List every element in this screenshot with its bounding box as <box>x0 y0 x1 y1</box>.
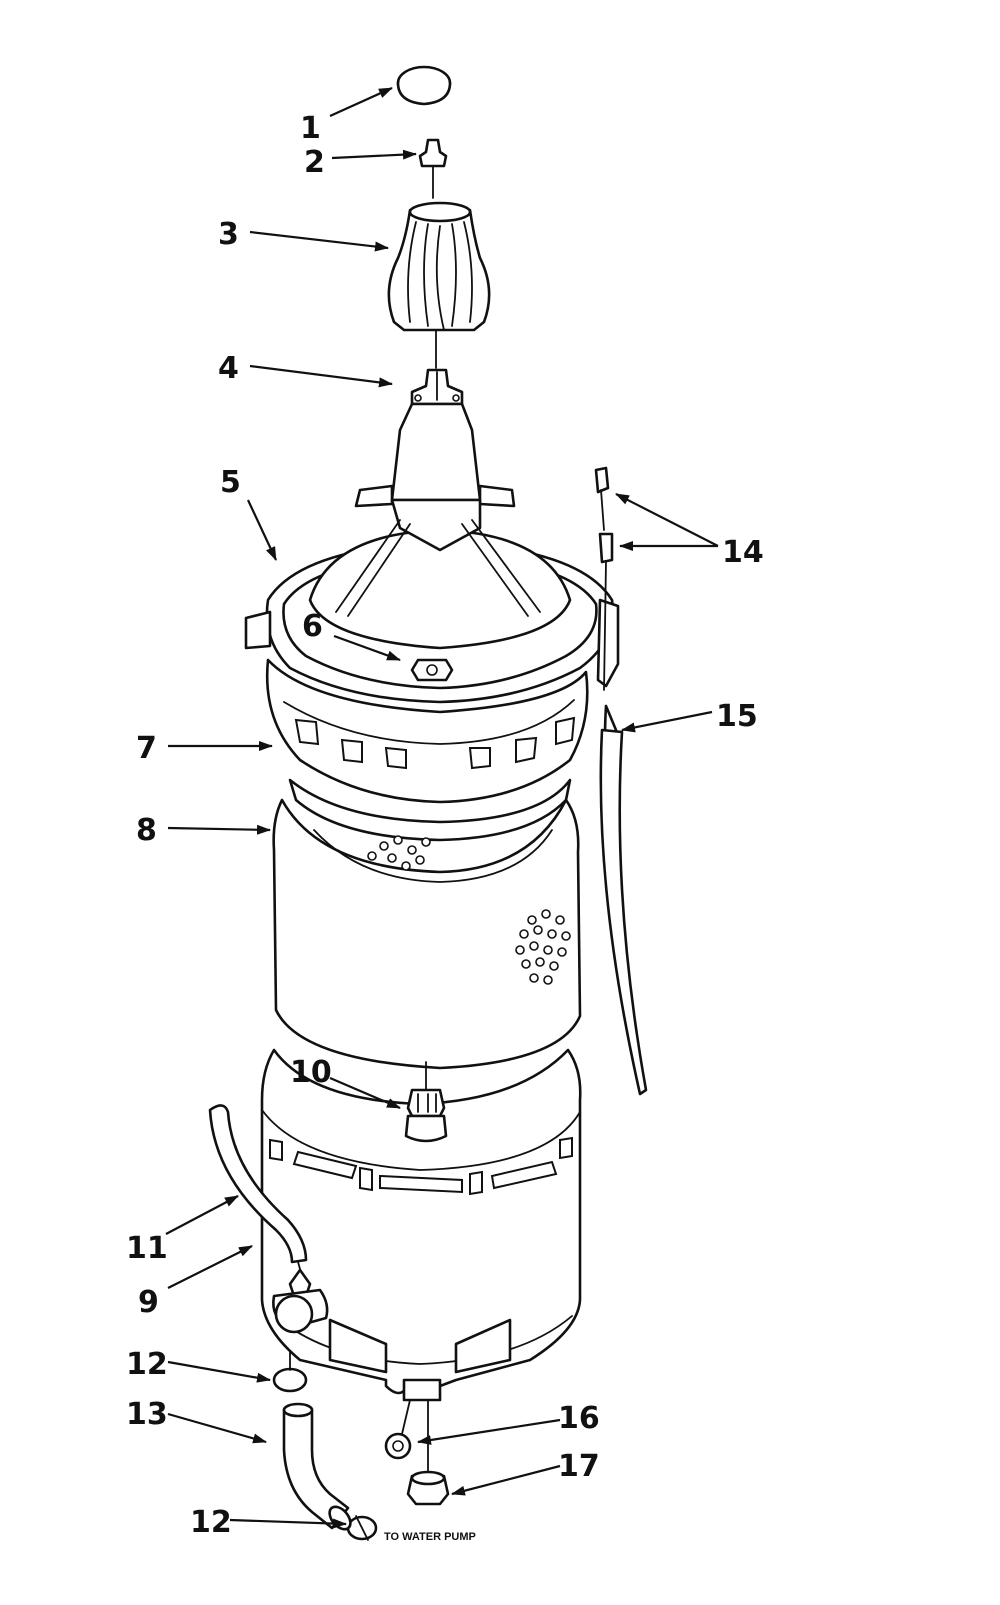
callout-16: 16 <box>558 1401 600 1436</box>
part-12-hose-clamp-upper <box>272 1351 308 1393</box>
callout-3: 3 <box>218 217 239 252</box>
callout-14: 14 <box>722 535 764 570</box>
part-4-agitator-post <box>390 368 482 502</box>
callout-5: 5 <box>220 465 241 500</box>
callout-9: 9 <box>138 1285 159 1320</box>
callout-1: 1 <box>300 111 321 146</box>
part-5-tub-ring <box>244 484 620 704</box>
to-water-pump-note: TO WATER PUMP <box>384 1531 476 1543</box>
callout-7: 7 <box>136 731 157 766</box>
callout-labels: 1 2 3 4 5 6 7 8 9 10 11 12 12 13 14 15 1… <box>126 111 764 1543</box>
callout-17: 17 <box>558 1449 600 1484</box>
callout-10: 10 <box>290 1055 332 1090</box>
part-17-drain-plug <box>406 1399 450 1506</box>
part-1-cap <box>396 65 452 106</box>
part-13-elbow-hose <box>282 1402 352 1531</box>
callout-15: 15 <box>716 699 758 734</box>
callout-12a: 12 <box>126 1347 168 1382</box>
part-12-hose-clamp-lower <box>346 1515 378 1541</box>
leader-lines <box>165 86 719 1529</box>
callout-11: 11 <box>126 1231 168 1266</box>
part-10-drive-hub <box>404 1061 448 1143</box>
part-7-balance-ring <box>265 658 589 842</box>
callout-4: 4 <box>218 351 239 386</box>
part-3-agitator-barrel <box>387 201 491 369</box>
part-2-nut <box>418 138 448 199</box>
callout-12b: 12 <box>190 1505 232 1540</box>
part-16-drain-nut <box>384 1399 412 1460</box>
part-9-outer-tub <box>260 1048 582 1402</box>
part-15-strap <box>599 704 648 1096</box>
basket-top-holes <box>367 835 431 871</box>
callout-13: 13 <box>126 1397 168 1432</box>
part-14-clips <box>594 466 614 691</box>
callout-2: 2 <box>304 145 325 180</box>
callout-8: 8 <box>136 813 157 848</box>
part-8-spin-basket <box>272 798 582 1070</box>
callout-6: 6 <box>302 609 323 644</box>
part-6-hub-nut <box>410 658 454 682</box>
tub-drain-fitting <box>272 1268 329 1334</box>
basket-side-holes <box>515 909 571 985</box>
